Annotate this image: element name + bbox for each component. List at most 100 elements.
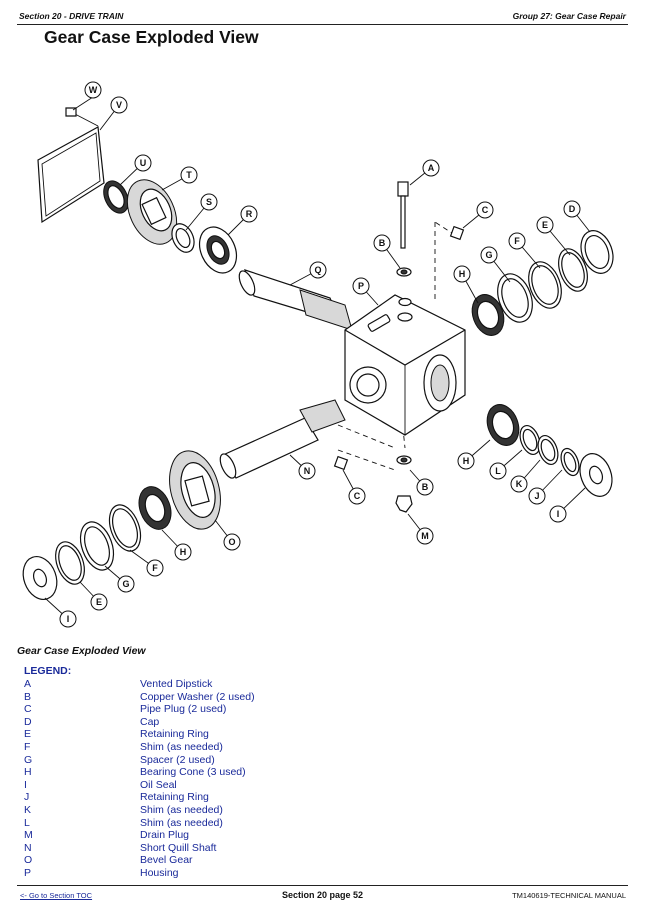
callout-F-left: F [146, 559, 164, 577]
callout-L: L [489, 462, 507, 480]
retaining-ring-e [558, 248, 588, 292]
svg-text:T: T [186, 170, 192, 180]
group-label: Group 27: Gear Case Repair [512, 11, 626, 21]
retaining-ring-e-left [55, 541, 85, 585]
plug-c-top [449, 225, 465, 241]
cover-bolt-part [65, 107, 99, 127]
washer-b-top [396, 267, 412, 277]
svg-text:F: F [514, 236, 520, 246]
svg-text:G: G [485, 250, 492, 260]
bearing-h-top [471, 294, 505, 336]
callout-F: F [508, 232, 526, 250]
svg-text:N: N [304, 466, 311, 476]
spacer-g-left [79, 521, 115, 571]
callout-H-left: H [174, 543, 192, 561]
svg-text:D: D [569, 204, 576, 214]
svg-text:B: B [422, 482, 429, 492]
callout-G: G [480, 246, 498, 264]
gear-t [126, 179, 178, 245]
callout-J: J [528, 487, 546, 505]
spacer-g [497, 273, 533, 323]
oil-seal-i-right [579, 453, 613, 497]
svg-text:I: I [557, 509, 560, 519]
svg-text:V: V [116, 100, 122, 110]
svg-text:A: A [428, 163, 435, 173]
callout-D: D [563, 200, 581, 218]
svg-text:P: P [358, 281, 364, 291]
callout-C-bottom: C [348, 487, 366, 505]
page-title: Gear Case Exploded View [44, 27, 259, 47]
callout-K: K [510, 475, 528, 493]
svg-text:O: O [228, 537, 235, 547]
page-footer: <- Go to Section TOC Section 20 page 52 … [17, 885, 628, 906]
svg-text:I: I [67, 614, 70, 624]
svg-text:R: R [246, 209, 253, 219]
manual-id: TM140619-TECHNICAL MANUAL [512, 891, 626, 900]
callout-N: N [298, 462, 316, 480]
callout-A: A [422, 159, 440, 177]
svg-text:S: S [206, 197, 212, 207]
callout-H-right: H [457, 452, 475, 470]
shim-f [528, 261, 562, 309]
figure-caption: Gear Case Exploded View [17, 645, 146, 657]
bearing-r [198, 226, 238, 274]
callout-E-left: E [90, 593, 108, 611]
svg-text:Q: Q [314, 265, 321, 275]
drain-plug-m [395, 495, 413, 513]
svg-text:E: E [96, 597, 102, 607]
retaining-ring-u [103, 180, 129, 214]
callout-O: O [223, 533, 241, 551]
quill-shaft-n [219, 399, 346, 479]
svg-text:M: M [421, 531, 429, 541]
callout-E: E [536, 216, 554, 234]
svg-text:W: W [89, 85, 98, 95]
svg-text:J: J [534, 491, 539, 501]
svg-text:H: H [463, 456, 470, 466]
callout-Q: Q [309, 261, 327, 279]
cover-plate-part [37, 126, 105, 224]
plug-c-bottom [333, 455, 349, 471]
bearing-h-left [138, 486, 172, 530]
retaining-ring-j [560, 447, 580, 477]
callout-C-top: C [476, 201, 494, 219]
callout-V: V [110, 96, 128, 114]
callout-W: W [84, 81, 102, 99]
svg-text:F: F [152, 563, 158, 573]
svg-text:C: C [482, 205, 489, 215]
spacer-s [171, 223, 195, 253]
svg-text:L: L [495, 466, 501, 476]
section-label: Section 20 - DRIVE TRAIN [19, 11, 124, 21]
callout-M: M [416, 527, 434, 545]
svg-text:E: E [542, 220, 548, 230]
shim-l [519, 424, 541, 456]
callout-H-top: H [453, 265, 471, 283]
bevel-gear-o [169, 450, 221, 530]
cap-d [580, 230, 614, 274]
shim-k [537, 434, 559, 466]
callout-G-left: G [117, 575, 135, 593]
shaft-q [238, 269, 353, 331]
legend-title: LEGEND: [24, 665, 72, 677]
washer-b-bottom [396, 455, 412, 465]
page-header: Section 20 - DRIVE TRAIN Group 27: Gear … [17, 0, 628, 25]
section-toc-link[interactable]: <- Go to Section TOC [20, 891, 93, 900]
callout-B-top: B [373, 234, 391, 252]
housing-p [344, 294, 466, 436]
callout-P: P [352, 277, 370, 295]
callout-S: S [200, 193, 218, 211]
bearing-h-right [486, 404, 520, 446]
